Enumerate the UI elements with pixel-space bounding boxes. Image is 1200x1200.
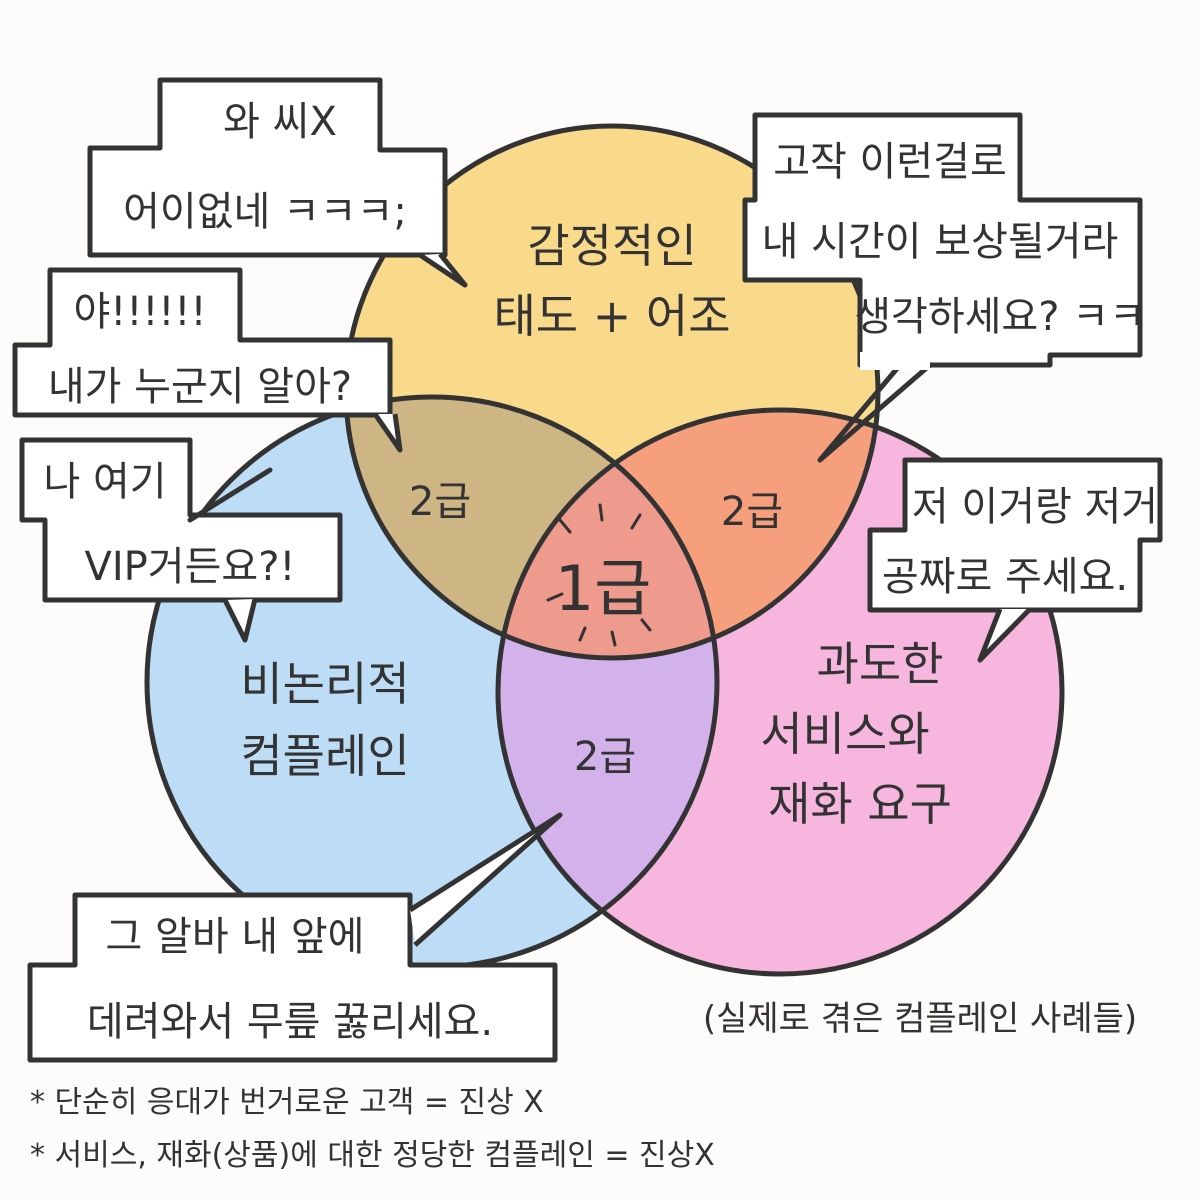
region-illogical-excessive: 2급 <box>574 734 636 780</box>
caption: (실제로 겪은 컴플레인 사례들) <box>703 999 1137 1039</box>
note-2: * 서비스, 재화(상품)에 대한 정당한 컴플레인 = 진상X <box>30 1138 715 1173</box>
emphasis-lines <box>546 503 652 647</box>
svg-text:야!!!!!!내가 누군지 알아?: 야!!!!!!내가 누군지 알아? <box>48 289 352 410</box>
region-emotional-illogical: 2급 <box>409 479 471 525</box>
speech-bubble: 야!!!!!!내가 누군지 알아? <box>12 267 403 453</box>
overlap-center <box>498 410 717 658</box>
region-emotional-excessive: 2급 <box>721 489 783 535</box>
note-1: * 단순히 응대가 번거로운 고객 = 진상 X <box>30 1085 544 1120</box>
region-center: 1급 <box>555 552 652 625</box>
